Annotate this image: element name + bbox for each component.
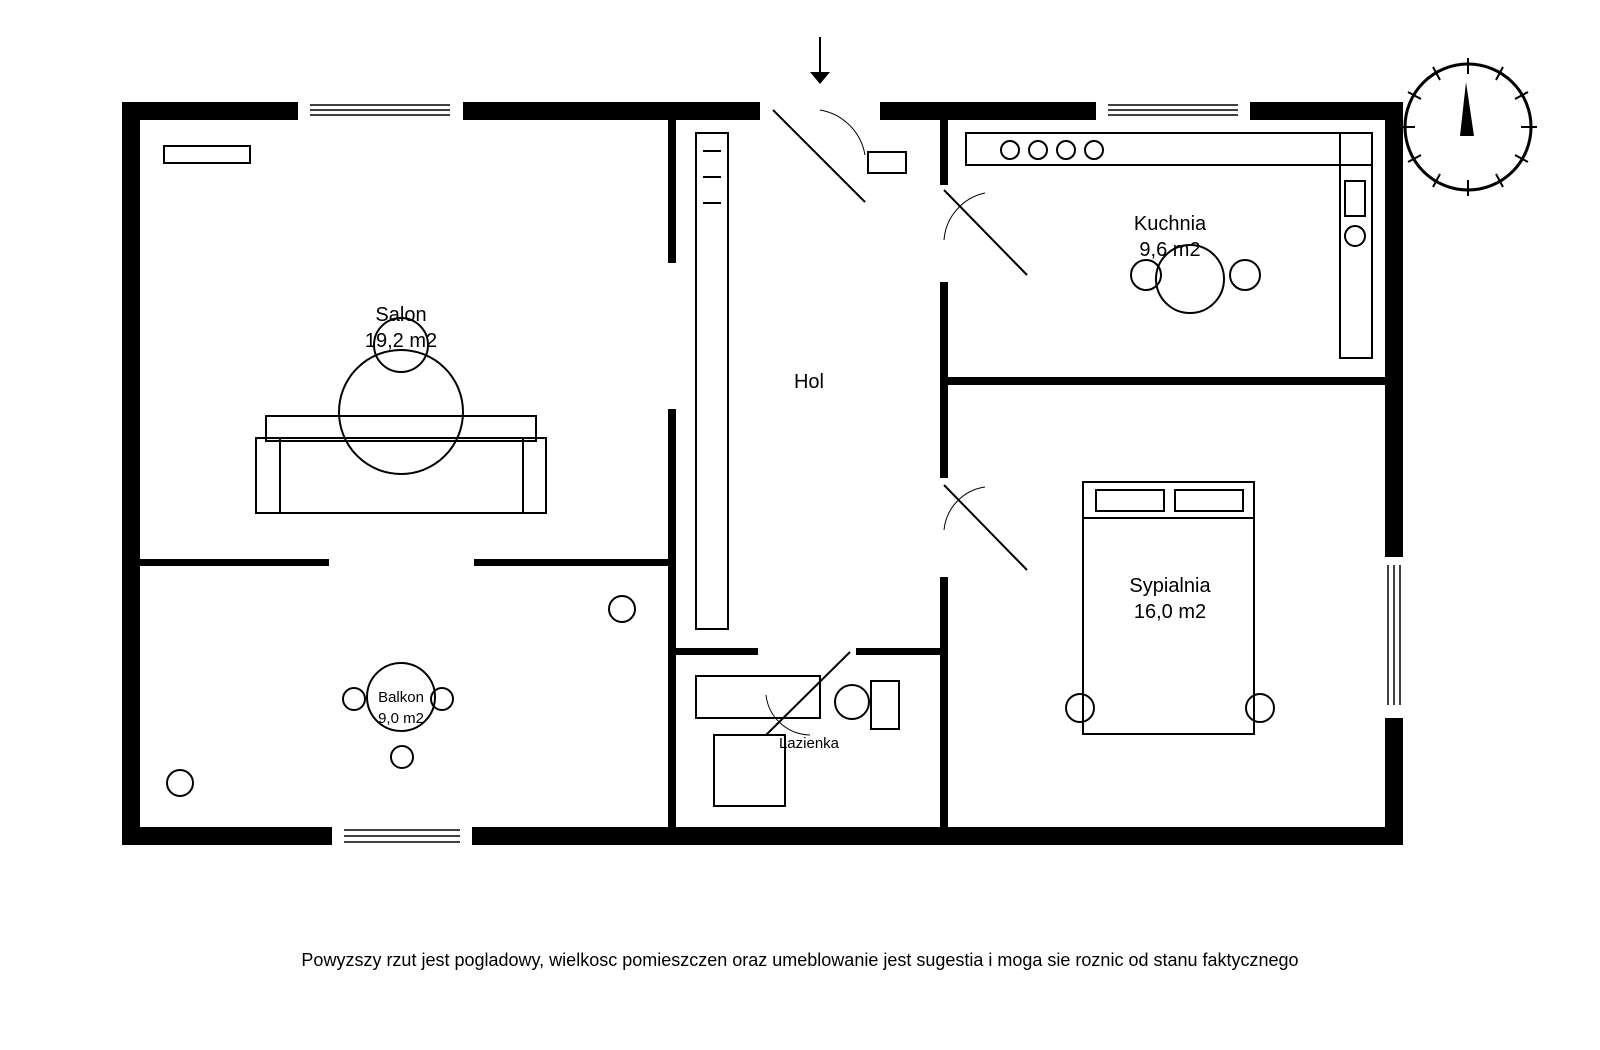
kuchnia-name: Kuchnia — [1134, 213, 1207, 235]
furniture — [163, 132, 1373, 807]
kuchnia-burner-3 — [1056, 140, 1076, 160]
lazienka-sink — [834, 684, 870, 720]
balkon-chair-bottom — [390, 745, 414, 769]
balkon-table — [366, 662, 436, 732]
balkon-plant-right — [608, 595, 636, 623]
kuchnia-fridge — [1344, 180, 1366, 217]
salon-round-table — [338, 349, 464, 475]
salon-sofa-back — [265, 415, 537, 442]
kuchnia-sink — [1344, 225, 1366, 247]
window-salon-top — [310, 104, 450, 116]
lazienka-shower — [713, 734, 786, 807]
balkon-chair-right — [430, 687, 454, 711]
lazienka-bathtub — [695, 675, 821, 719]
kuchnia-burner-2 — [1028, 140, 1048, 160]
lazienka-toilet — [870, 680, 900, 730]
salon-sofa — [255, 437, 547, 514]
window-sypialnia-right — [1387, 565, 1401, 705]
hol-wardrobe — [695, 132, 729, 630]
bedroom-door — [943, 484, 1028, 571]
hol-name: Hol — [794, 371, 824, 393]
exterior-walls — [122, 102, 1403, 845]
sypialnia-bed — [1082, 481, 1255, 735]
hol-shoe-cabinet — [867, 151, 907, 174]
disclaimer-text: Powyzszy rzut jest pogladowy, wielkosc p… — [301, 950, 1299, 970]
sypialnia-area: 16,0 m2 — [1134, 601, 1206, 623]
salon-area: 19,2 m2 — [365, 330, 437, 352]
bathroom-door — [765, 651, 851, 736]
lazienka-name: Lazienka — [779, 735, 840, 752]
kuchnia-counter — [965, 132, 1373, 166]
kuchnia-chair-left — [1130, 259, 1162, 291]
salon-name: Salon — [375, 304, 426, 326]
doors — [765, 109, 1028, 736]
interior-walls — [140, 120, 1385, 827]
balkon-name: Balkon — [378, 689, 424, 706]
kitchen-door — [943, 189, 1028, 276]
salon-armchair — [373, 317, 429, 373]
kuchnia-burner-1 — [1000, 140, 1020, 160]
entrance-door — [772, 109, 866, 203]
balkon-chair-left — [342, 687, 366, 711]
entrance-arrow-icon — [810, 37, 830, 84]
sypialnia-nightstand-right — [1245, 693, 1275, 723]
room-labels: Salon 19,2 m2 Hol Kuchnia 9,6 m2 Sypialn… — [365, 213, 1212, 752]
kuchnia-burner-4 — [1084, 140, 1104, 160]
balkon-plant-left — [166, 769, 194, 797]
sypialnia-nightstand-left — [1065, 693, 1095, 723]
window-balkon-bottom — [344, 829, 460, 843]
window-kuchnia-top — [1108, 104, 1238, 116]
salon-radiator — [163, 145, 251, 164]
windows — [310, 104, 1401, 843]
kuchnia-area: 9,6 m2 — [1139, 239, 1200, 261]
kuchnia-side-counter — [1339, 132, 1373, 359]
compass-north-icon — [1399, 58, 1537, 196]
kuchnia-table — [1155, 244, 1225, 314]
balkon-area: 9,0 m2 — [378, 710, 424, 727]
sypialnia-name: Sypialnia — [1129, 575, 1211, 597]
kuchnia-chair-right — [1229, 259, 1261, 291]
